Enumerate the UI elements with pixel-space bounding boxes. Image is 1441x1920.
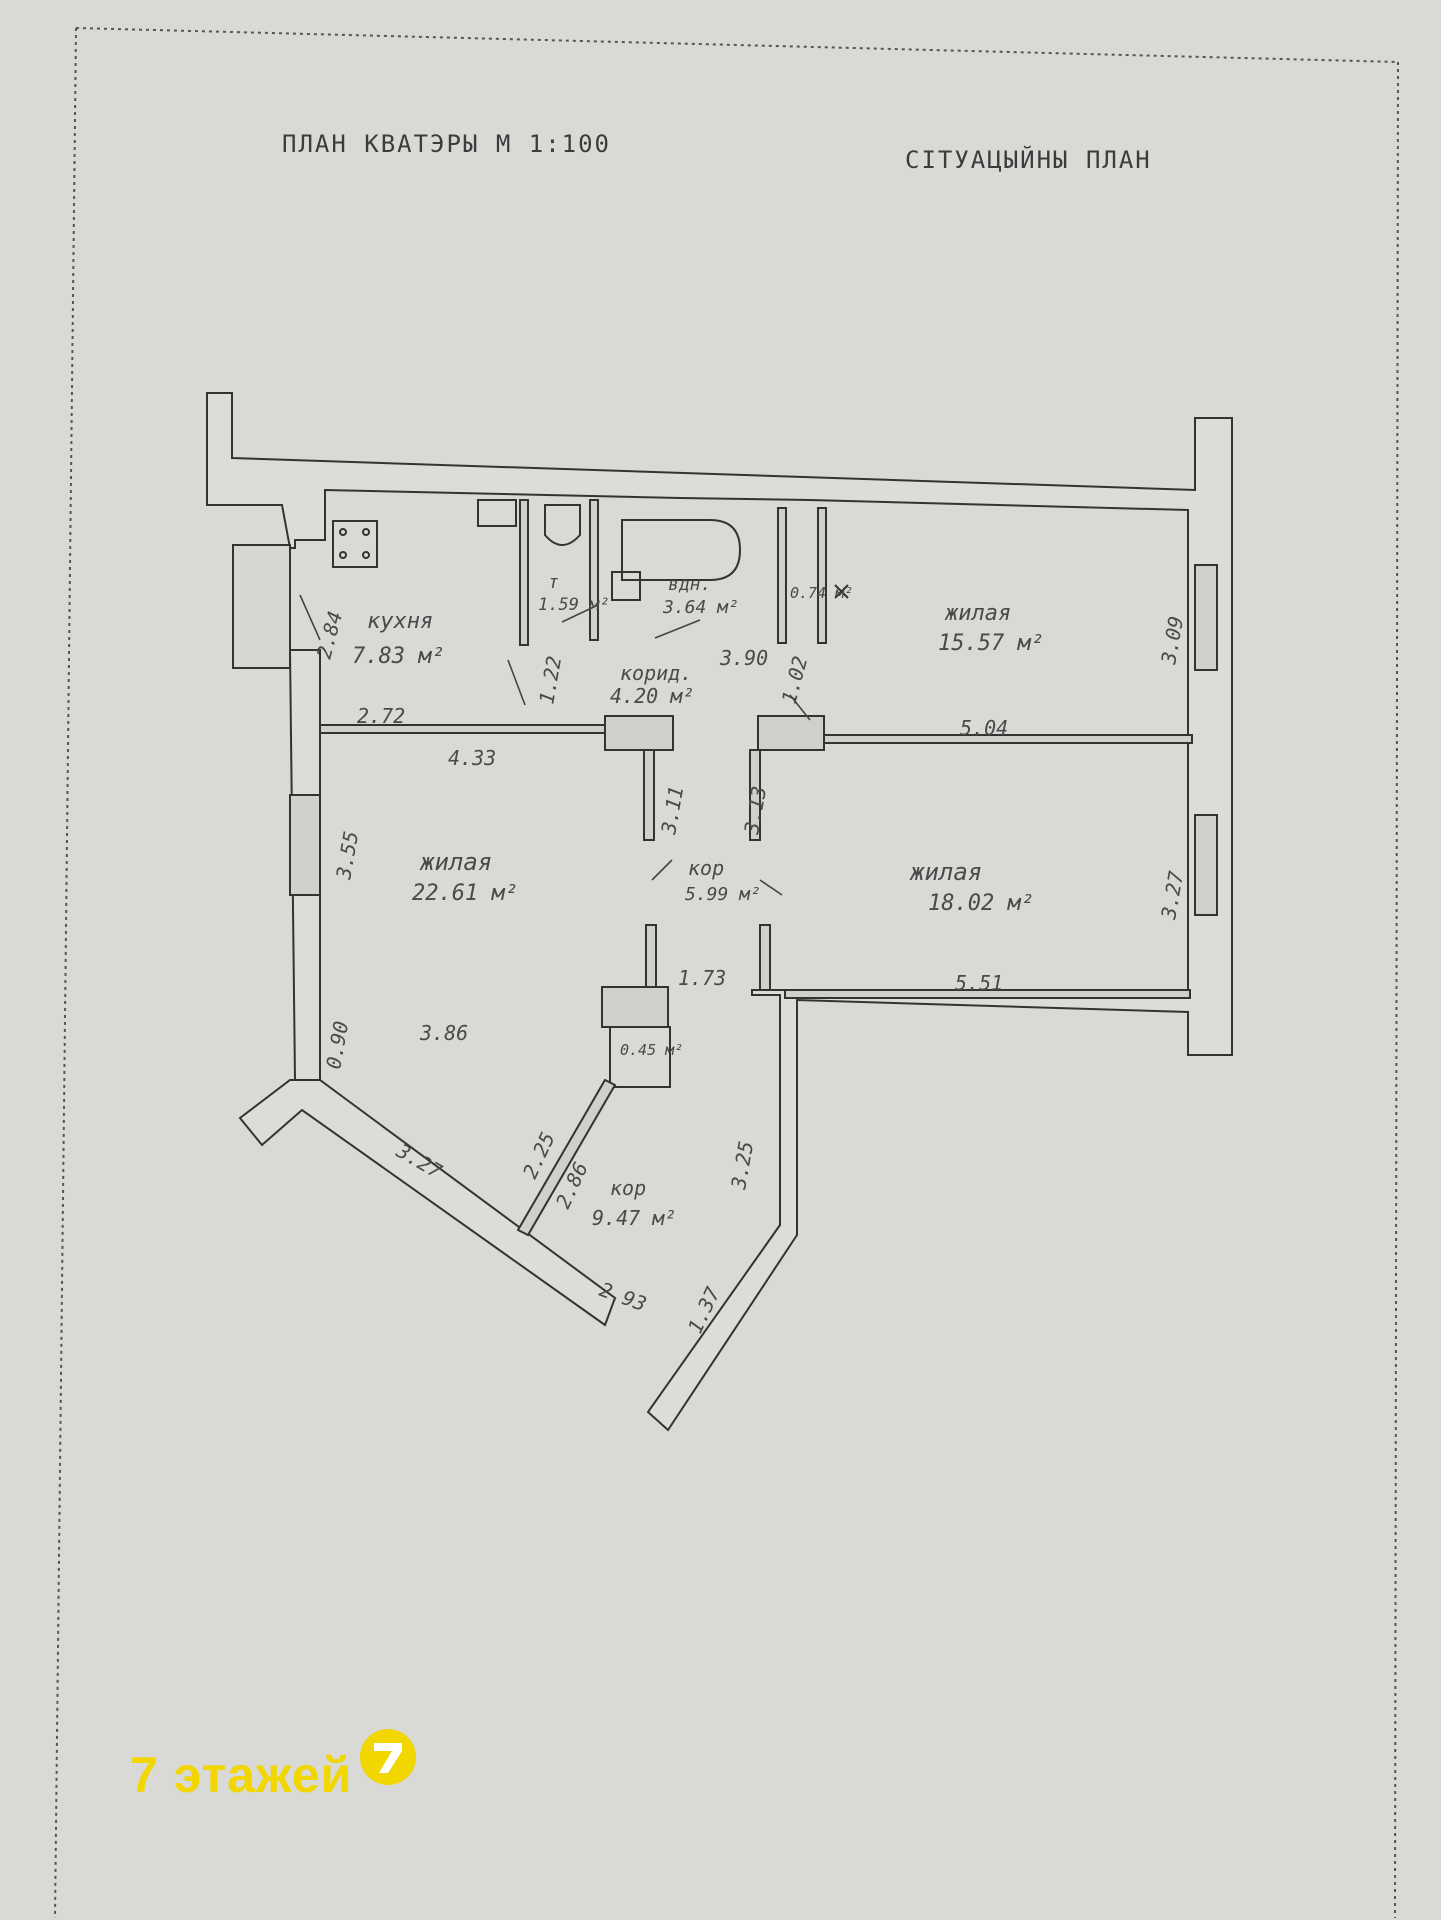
room-living2-area: 22.61 м² xyxy=(412,881,518,906)
dim-living1-door: 1.02 xyxy=(777,654,813,707)
room-living3-area: 18.02 м² xyxy=(928,891,1034,916)
dim-corridor-upper: 3.90 xyxy=(719,646,768,670)
room-corridor1-area: 4.20 м² xyxy=(610,684,694,708)
room-corridor2-name: кор xyxy=(688,856,724,880)
dim-living3-width: 3.27 xyxy=(1156,869,1188,922)
dim-living2-window: 3.55 xyxy=(331,829,363,882)
room-living3-name: жилая xyxy=(909,858,982,886)
dim-corridor3-length: 3.25 xyxy=(726,1139,758,1192)
bathtub-icon xyxy=(621,519,742,581)
dimension-labels: 2.84 2.72 1.22 3.90 1.02 3.09 4.33 5.04 … xyxy=(312,609,1189,1338)
dim-corridor2-width: 1.73 xyxy=(678,966,726,990)
room-bath-area: 3.64 м² xyxy=(662,597,739,618)
bath-door xyxy=(654,619,701,639)
toilet-door xyxy=(561,604,599,623)
dim-passage-left: 3.11 xyxy=(656,784,688,837)
room-corridor3-name: кор xyxy=(610,1176,646,1200)
door-swings xyxy=(299,594,811,896)
room-bath-name: вдн. xyxy=(668,574,711,595)
dim-kitchen-width: 2.84 xyxy=(312,609,348,662)
room-living2-name: жилая xyxy=(419,848,492,876)
dim-kitchen-length: 2.72 xyxy=(357,704,405,728)
room-kitchen-name: кухня xyxy=(367,609,433,634)
plan-title: ПЛАН КВАТЭРЫ М 1:100 xyxy=(282,130,611,158)
dim-living3-length: 5.51 xyxy=(955,971,1003,995)
dim-living1-length: 5.04 xyxy=(960,716,1008,740)
dim-kitchen-door: 1.22 xyxy=(534,654,566,706)
washbasin-icon xyxy=(611,571,641,601)
seven-floors-logo-icon xyxy=(360,1729,417,1785)
dim-living2-depth: 3.86 xyxy=(419,1021,468,1045)
walls xyxy=(206,392,1233,1432)
room-kitchen-area: 7.83 м² xyxy=(352,644,445,669)
dim-corner-small: 0.90 xyxy=(321,1019,353,1071)
room-corridor2-area: 5.99 м² xyxy=(685,884,761,905)
dim-living2-top: 4.33 xyxy=(448,746,496,770)
room-toilet-area: 1.59 м² xyxy=(538,595,610,615)
watermark-text: 7 этажей xyxy=(130,1747,353,1803)
room-toilet-name: т xyxy=(548,572,559,593)
room-corridor1-name: корид. xyxy=(620,661,692,685)
living3-door xyxy=(759,879,783,896)
situation-plan-title: СІТУАЦЫЙНЫ ПЛАН xyxy=(905,146,1152,174)
dim-living1-width: 3.09 xyxy=(1156,614,1188,667)
stove-icon xyxy=(332,520,378,568)
room-living1-area: 15.57 м² xyxy=(938,631,1044,656)
fixtures xyxy=(332,499,849,601)
dim-passage-right: 3.13 xyxy=(739,784,771,837)
sheet-border xyxy=(54,27,1399,1919)
living2-door xyxy=(651,859,673,881)
sink-icon xyxy=(477,499,517,527)
watermark: 7 этажей xyxy=(130,1729,418,1810)
kitchen-door xyxy=(507,659,526,706)
room-labels: кухня 7.83 м² т 1.59 м² вдн. 3.64 м² 0.7… xyxy=(352,572,1044,1230)
room-closet-area: 0.74 м² xyxy=(790,584,853,602)
toilet-icon xyxy=(544,504,581,546)
room-living1-name: жилая xyxy=(944,601,1011,626)
living1-door xyxy=(789,694,811,721)
room-storage-area: 0.45 м² xyxy=(620,1041,683,1059)
entrance-door xyxy=(299,594,321,641)
room-corridor3-area: 9.47 м² xyxy=(592,1206,676,1230)
